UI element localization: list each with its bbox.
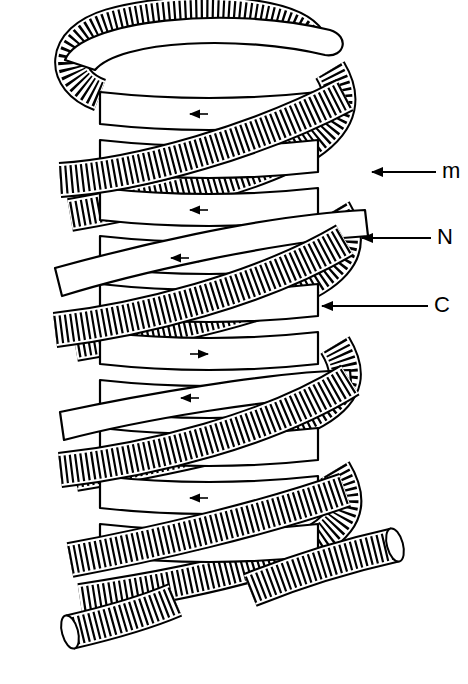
leader-arrow bbox=[372, 171, 436, 173]
fiber-outline bbox=[55, 240, 345, 330]
striped-fiber bbox=[60, 95, 345, 180]
fiber-outline bbox=[60, 380, 350, 470]
plain-band bbox=[100, 332, 318, 370]
direction-arrow bbox=[181, 397, 199, 399]
direction-arrow bbox=[190, 209, 208, 211]
direction-arrow bbox=[190, 353, 208, 355]
striped-fiber bbox=[60, 380, 350, 470]
fiber-stripes bbox=[70, 600, 175, 632]
fiber-body bbox=[250, 545, 395, 590]
cut-end bbox=[58, 614, 82, 651]
fiber-body bbox=[60, 95, 345, 180]
leader-arrow bbox=[322, 305, 428, 307]
cut-end bbox=[383, 527, 407, 564]
striped-fiber bbox=[70, 600, 175, 632]
fiber-stripes bbox=[60, 95, 345, 180]
fiber-outline bbox=[70, 600, 175, 632]
fiber-stripes bbox=[250, 545, 395, 590]
direction-arrow bbox=[190, 113, 208, 115]
direction-arrow bbox=[171, 257, 189, 259]
striped-fiber bbox=[250, 545, 395, 590]
part-label: m bbox=[442, 160, 460, 182]
fiber-outline bbox=[60, 95, 345, 180]
fiber-body bbox=[70, 490, 345, 560]
part-label: N bbox=[437, 226, 453, 248]
fiber-body bbox=[60, 380, 350, 470]
fiber-body bbox=[55, 240, 345, 330]
fiber-body bbox=[70, 600, 175, 632]
fiber-stripes bbox=[55, 240, 345, 330]
striped-fiber bbox=[55, 240, 345, 330]
part-label: C bbox=[434, 294, 450, 316]
fiber-stripes bbox=[60, 380, 350, 470]
fiber-stripes bbox=[70, 490, 345, 560]
direction-arrow bbox=[190, 497, 208, 499]
plain-band bbox=[65, 18, 343, 70]
fiber-outline bbox=[250, 545, 395, 590]
fiber-outline bbox=[70, 490, 345, 560]
leader-arrow bbox=[362, 237, 431, 239]
striped-fiber bbox=[70, 490, 345, 560]
